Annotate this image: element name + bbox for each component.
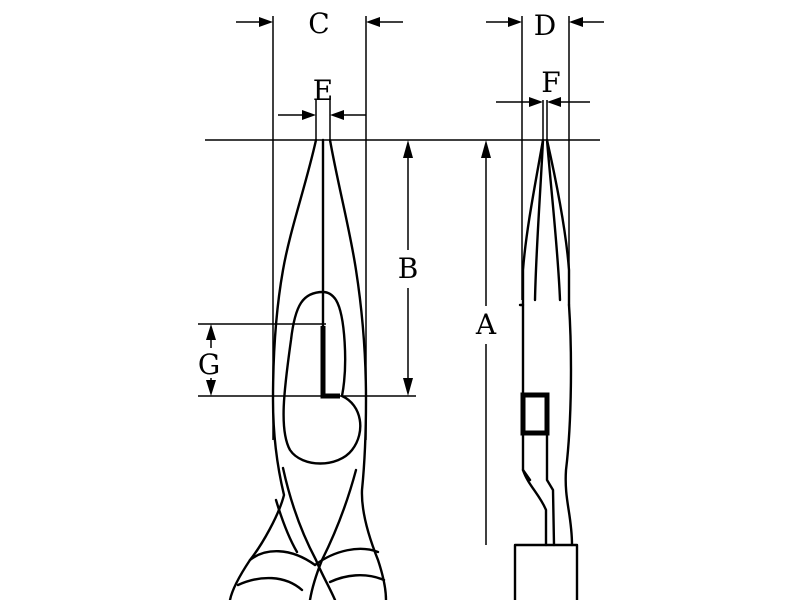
dimension-label-d: D xyxy=(534,9,556,42)
side-lower-shank xyxy=(545,431,556,547)
side-lower-right-edge xyxy=(564,303,574,547)
dimension-label-a: A xyxy=(475,308,497,341)
side-joint-block xyxy=(520,392,550,436)
side-handle-grip xyxy=(513,543,579,600)
e-right-arrowhead xyxy=(330,110,344,120)
c-right-arrowhead xyxy=(366,17,380,27)
dimension-d: D xyxy=(486,9,604,42)
g-bottom-arrowhead xyxy=(206,380,216,396)
side-inner-right-edge xyxy=(545,138,562,302)
side-outer-right-edge xyxy=(545,138,571,307)
front-inner-detail xyxy=(274,498,299,554)
dimension-c: C xyxy=(236,7,403,40)
dimension-b: B xyxy=(398,140,419,396)
dimension-a: A xyxy=(475,140,497,545)
dimension-label-b: B xyxy=(398,252,419,285)
f-left-arrowhead xyxy=(529,97,543,107)
e-left-arrowhead xyxy=(302,110,316,120)
front-lower-crossing-left xyxy=(281,466,337,600)
side-outer-left-edge xyxy=(518,138,545,307)
side-lower-shank-left xyxy=(521,468,548,547)
b-bottom-arrowhead xyxy=(403,378,413,396)
pliers-front-view xyxy=(228,138,388,600)
side-inner-left-edge xyxy=(533,138,545,302)
front-handle-grip xyxy=(248,547,380,567)
dimension-e: E xyxy=(278,74,366,120)
front-jaw-right-edge xyxy=(328,138,388,600)
dimension-label-c: C xyxy=(308,7,329,40)
c-left-arrowhead xyxy=(259,17,273,27)
extension-lines xyxy=(198,16,600,440)
dimension-f: F xyxy=(496,66,590,107)
a-top-arrowhead xyxy=(481,140,491,158)
dimension-g: G xyxy=(198,324,220,396)
d-right-arrowhead xyxy=(569,17,583,27)
dimension-label-e: E xyxy=(313,74,333,107)
g-top-arrowhead xyxy=(206,324,216,340)
pliers-side-view xyxy=(513,138,579,600)
front-joint-step xyxy=(320,326,340,399)
front-pivot-opening xyxy=(282,290,362,465)
dimension-label-f: F xyxy=(541,66,560,99)
d-left-arrowhead xyxy=(508,17,522,27)
b-top-arrowhead xyxy=(403,140,413,158)
front-handle-grip-lower xyxy=(236,574,386,592)
dimension-label-g: G xyxy=(198,348,220,381)
f-right-arrowhead xyxy=(547,97,561,107)
